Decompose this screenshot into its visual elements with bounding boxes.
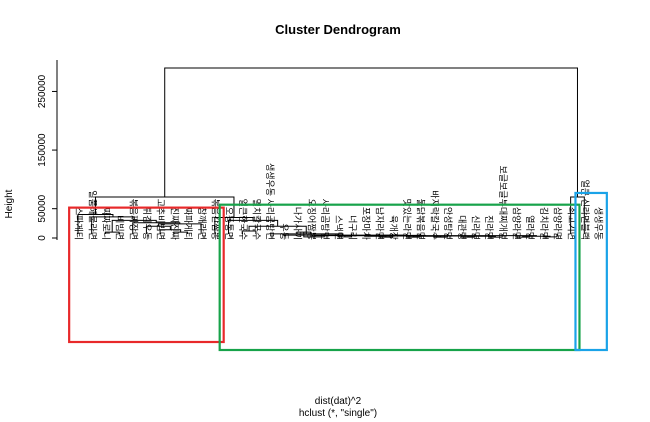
method-sublabel: hclust (*, "single") [299, 408, 377, 419]
dendrogram-merge [111, 219, 157, 233]
leaf-label: 생생우동 사리곰탕면 [265, 163, 275, 240]
leaf-label: 보글보글부대찌개면 [498, 165, 508, 240]
leaf-label: 삼양라면 [553, 207, 563, 240]
cluster-boxes [68, 191, 608, 352]
leaf-label: 얼큰한국수 [238, 199, 248, 240]
dendrogram-merge [282, 234, 404, 236]
leaf-label: 우동 [279, 223, 289, 240]
dendrogram-merge [214, 216, 254, 234]
dendrogram-merge [241, 230, 257, 234]
leaf-label: 너구리 [347, 215, 357, 240]
leaf-label: 얼큰 신라면블랙 [580, 180, 590, 240]
dendrogram-merge [91, 216, 135, 234]
leaf-label: 불닭볶음면 [416, 199, 427, 240]
leaf-label: 멸치칼국수 [252, 199, 263, 240]
dendrogram-merge [248, 225, 307, 234]
dendrogram-merge [132, 222, 181, 234]
leaf-label: 진라면 [484, 215, 494, 240]
leaf-label: 김치라면 [539, 207, 550, 240]
leaf-label: 바지락칼국수 [429, 190, 440, 240]
leaf-label: 대관령 [457, 215, 468, 240]
leaf-label: 볶음간짬뽕 [210, 199, 220, 240]
leaf-label: 짜파게티 [183, 207, 193, 240]
y-axis-label: Height [4, 189, 15, 218]
y-tick-label: 0 [37, 235, 48, 241]
leaf-label: 스파게티 [74, 207, 84, 240]
leaf-label: 비빔면 [115, 215, 125, 240]
leaf-label: 맛있는라면 [402, 199, 413, 240]
dendrogram-merge [228, 219, 279, 234]
dendrogram-merge [164, 67, 578, 197]
leaf-label: 짜짜로니 [101, 207, 111, 240]
leaf-label: 신라면 [470, 215, 480, 240]
chart-title: Cluster Dendrogram [275, 22, 401, 37]
leaf-label: 튀김우동 [142, 207, 153, 240]
y-tick-label: 250000 [37, 74, 48, 108]
dendrogram-merge [94, 196, 235, 218]
leaf-label: 오동통면 [224, 207, 234, 240]
leaf-label: 고추비빔면 [156, 199, 166, 240]
y-tick-label: 50000 [37, 194, 48, 222]
leaf-label: 나가사끼 [293, 207, 303, 240]
dendrogram-merge [542, 234, 558, 238]
y-tick-label: 150000 [37, 133, 48, 167]
leaf-label: 참깨라면 [197, 207, 208, 240]
leaf-label: 열라면 [525, 215, 535, 240]
leaf-label: 사리곰탕면 [320, 199, 330, 240]
dendrogram-merge [570, 196, 585, 234]
leaf-label: 생생우동 [594, 207, 604, 240]
dendrogram-merge [145, 225, 171, 234]
dendrogram-merge [269, 233, 344, 236]
dendrogram-branches [77, 67, 585, 238]
leaf-label: 스낵면 [334, 215, 344, 240]
leaf-label: 남자라면 [375, 207, 385, 240]
leaf-label: 삼양라면 [512, 207, 522, 240]
leaf-label: 쇠고기면 [566, 207, 576, 240]
y-axis-ticks: 0 50000 150000 250000 [37, 74, 57, 241]
dendrogram-merge [104, 231, 120, 234]
cluster-box [574, 191, 608, 352]
x-axis-label: dist(dat)^2 [315, 396, 362, 407]
leaf-label: 일품해물라면 [87, 190, 97, 240]
leaf-label: 볶음짜장면 [128, 199, 138, 240]
leaf-label: 안성탕면 [443, 207, 453, 240]
leaf-label: 오징어짬뽕 [306, 199, 316, 240]
leaf-label: 육개장 [388, 215, 398, 240]
cluster-box [218, 203, 581, 352]
leaf-label: 진짜진짜 [169, 207, 179, 241]
dendrogram-merge [77, 214, 114, 234]
cluster-box [68, 206, 225, 344]
leaf-label: 포장마차 [361, 207, 372, 241]
dendrogram-merge [173, 231, 188, 234]
